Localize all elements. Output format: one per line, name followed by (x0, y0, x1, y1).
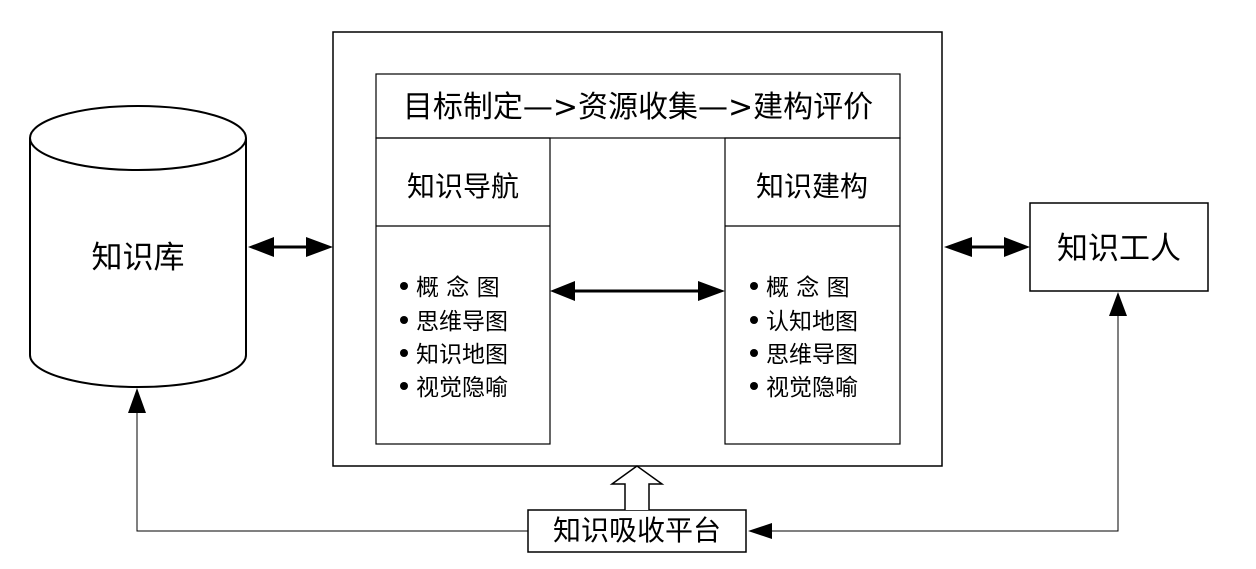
bullet-icon (400, 316, 408, 324)
process-flow-text: 目标制定—>资源收集—>建构评价 (403, 90, 873, 125)
platform-worker-arrow (944, 237, 1030, 257)
construction-item: 视觉隐喻 (766, 375, 858, 401)
navigation-title: 知识导航 (407, 170, 519, 203)
navigation-item: 思维导图 (416, 309, 508, 335)
bullet-icon (750, 282, 758, 290)
database-platform-arrow (248, 237, 333, 257)
panel-link-arrow (550, 281, 725, 301)
bullet-icon (750, 349, 758, 357)
hollow-up-arrow (609, 465, 665, 510)
bullet-icon (750, 382, 758, 390)
bullet-icon (400, 382, 408, 390)
worker-absorption-connector (748, 292, 1127, 539)
knowledge-worker-label: 知识工人 (1057, 231, 1181, 267)
knowledge-base-cylinder: 知识库 (29, 105, 247, 388)
construction-title: 知识建构 (756, 170, 868, 203)
bullet-icon (400, 349, 408, 357)
construction-item: 认知地图 (766, 309, 858, 335)
bullet-icon (400, 282, 408, 290)
navigation-item: 知识地图 (416, 342, 508, 368)
construction-list: 概 念 图 认知地图 思维导图 视觉隐喻 (750, 275, 858, 401)
construction-item: 思维导图 (766, 342, 858, 368)
absorption-platform-label: 知识吸收平台 (553, 514, 721, 547)
navigation-item: 视觉隐喻 (416, 375, 508, 401)
absorption-to-database-connector (128, 388, 528, 532)
knowledge-base-label: 知识库 (92, 240, 185, 276)
bullet-icon (750, 316, 758, 324)
navigation-item: 概 念 图 (416, 275, 500, 301)
navigation-list: 概 念 图 思维导图 知识地图 视觉隐喻 (400, 275, 508, 401)
process-flow-box (375, 73, 901, 139)
construction-item: 概 念 图 (766, 275, 850, 301)
knowledge-worker-box (1029, 202, 1209, 292)
